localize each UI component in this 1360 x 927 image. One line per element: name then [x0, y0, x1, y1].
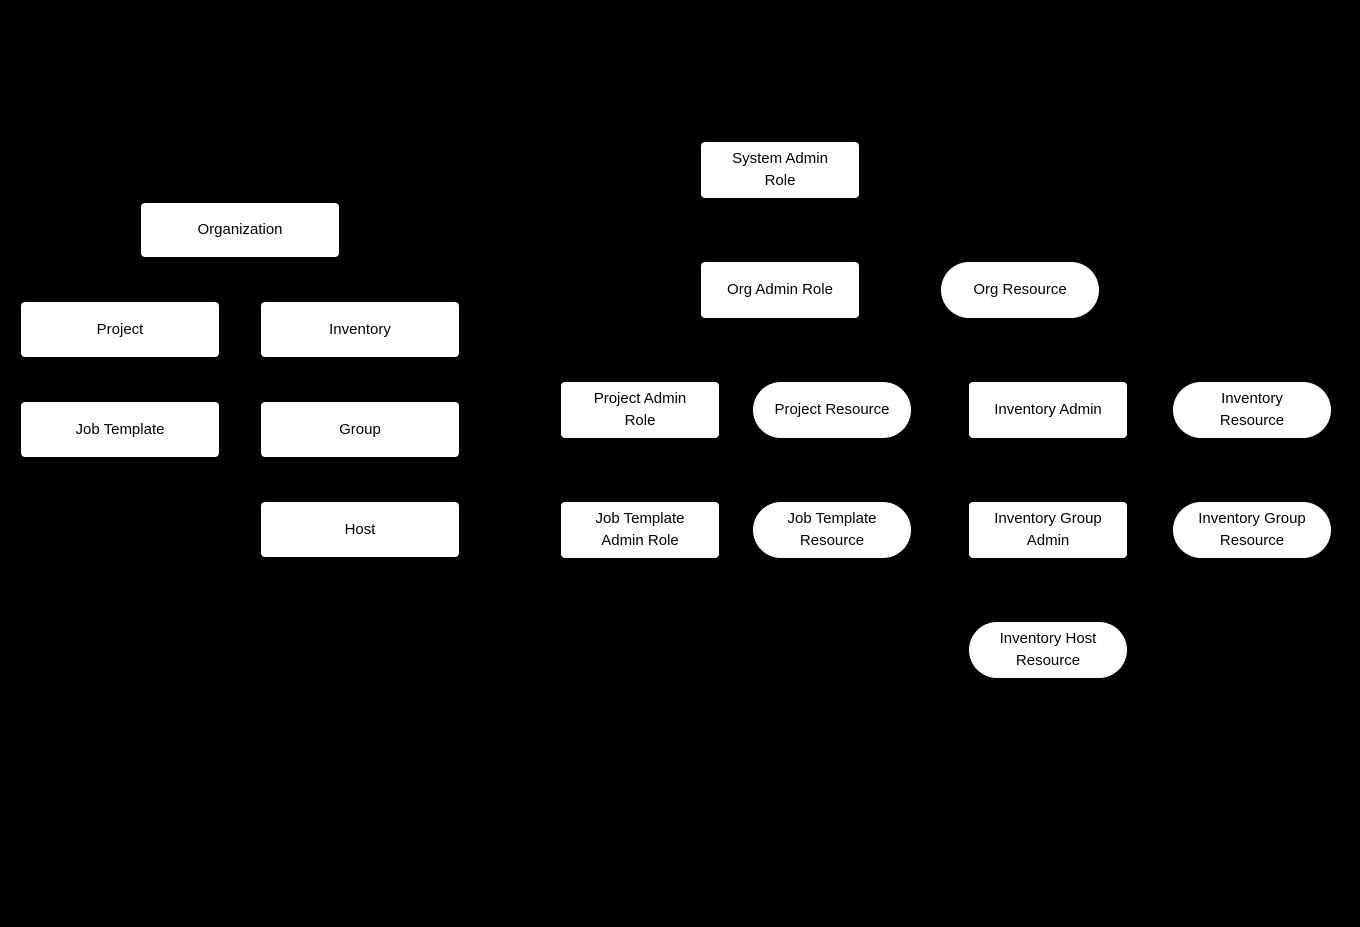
- node-project-admin-role: Project Admin Role: [561, 382, 719, 438]
- node-inventory: Inventory: [261, 302, 459, 357]
- node-inventory-admin: Inventory Admin: [969, 382, 1127, 438]
- node-host: Host: [261, 502, 459, 557]
- node-inventory-resource: Inventory Resource: [1173, 382, 1331, 438]
- node-org-resource: Org Resource: [941, 262, 1099, 318]
- node-group: Group: [261, 402, 459, 457]
- node-project-resource: Project Resource: [753, 382, 911, 438]
- node-inventory-group-admin: Inventory Group Admin: [969, 502, 1127, 558]
- node-job-template-admin-role: Job Template Admin Role: [561, 502, 719, 558]
- node-job-template: Job Template: [21, 402, 219, 457]
- node-inventory-host-resource: Inventory Host Resource: [969, 622, 1127, 678]
- node-org-admin-role: Org Admin Role: [701, 262, 859, 318]
- node-organization: Organization: [141, 203, 339, 257]
- node-system-admin-role: System Admin Role: [701, 142, 859, 198]
- node-project: Project: [21, 302, 219, 357]
- node-job-template-resource: Job Template Resource: [753, 502, 911, 558]
- node-inventory-group-resource: Inventory Group Resource: [1173, 502, 1331, 558]
